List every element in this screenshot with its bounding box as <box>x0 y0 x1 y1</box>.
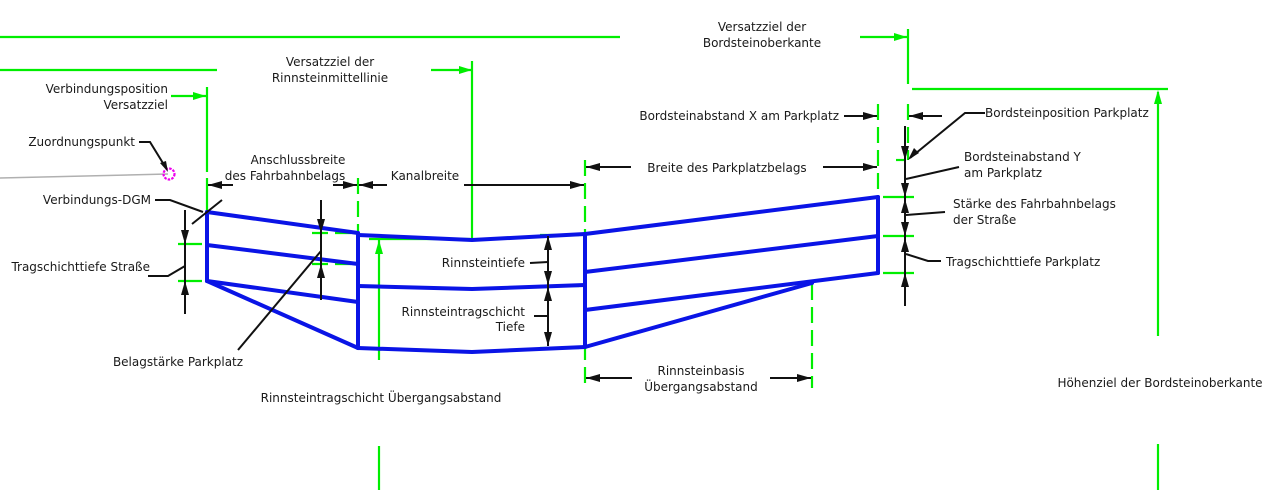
arrowhead <box>863 112 877 120</box>
arrowhead <box>544 236 552 250</box>
label-versatzziel-rinnstein-1: Versatzziel der <box>286 55 374 69</box>
label-staerke-fahrbahnbelag-2: der Straße <box>953 213 1016 227</box>
label-verbindungsposition-2: Versatzziel <box>103 98 168 112</box>
label-staerke-fahrbahnbelag-1: Stärke des Fahrbahnbelags <box>953 197 1116 211</box>
arrowhead <box>160 161 168 172</box>
arrowhead <box>343 181 357 189</box>
arrowhead <box>375 240 383 254</box>
label-breite-parkplatzbelag: Breite des Parkplatzbelags <box>647 161 806 175</box>
arrowhead <box>544 332 552 346</box>
label-anschlussbreite-2: des Fahrbahnbelags <box>225 169 346 183</box>
road-surface-base <box>205 279 360 304</box>
arrowhead <box>908 148 919 160</box>
label-bordsteinabstand-y-1: Bordsteinabstand Y <box>964 150 1082 164</box>
label-versatzziel-bordstein-1: Versatzziel der <box>718 20 806 34</box>
arrowhead <box>901 146 909 160</box>
arrowhead <box>901 222 909 236</box>
parking-top <box>583 195 880 236</box>
arrowhead <box>894 33 907 41</box>
arrowhead <box>570 181 584 189</box>
label-rinnsteintragschicht-1: Rinnsteintragschicht <box>402 305 526 319</box>
label-tragschichttiefe-strasse: Tragschichttiefe Straße <box>10 260 150 274</box>
dgm-tick <box>191 199 223 225</box>
arrowhead <box>797 374 811 382</box>
arrowhead <box>586 374 600 382</box>
gutter-mid <box>356 283 587 291</box>
label-zuordnungspunkt: Zuordnungspunkt <box>28 135 135 149</box>
label-hoehenziel: Höhenziel der Bordsteinoberkante <box>1057 376 1262 390</box>
label-tragschichttiefe-parkplatz: Tragschichttiefe Parkplatz <box>945 255 1100 269</box>
road-surface-top <box>205 210 360 235</box>
label-verbindungsposition-1: Verbindungsposition <box>46 82 168 96</box>
parking-base-slope <box>583 281 814 349</box>
arrowhead <box>901 273 909 287</box>
arrowhead <box>901 199 909 213</box>
arrowhead <box>909 112 923 120</box>
label-kanalbreite: Kanalbreite <box>391 169 459 183</box>
label-verbindungs-dgm: Verbindungs-DGM <box>43 193 151 207</box>
leader-rinnsteintiefe <box>529 261 549 264</box>
parking-mid <box>583 234 880 274</box>
connection-line <box>0 173 169 179</box>
label-rinnsteintragschicht-uebergang: Rinnsteintragschicht Übergangsabstand <box>261 389 502 405</box>
arrowhead <box>317 264 325 278</box>
arrowhead <box>317 219 325 233</box>
arrowhead <box>901 238 909 252</box>
leader-tragschicht-parkplatz <box>905 253 941 262</box>
arrowhead <box>544 271 552 285</box>
arrowhead <box>181 281 189 295</box>
label-belagstaerke-parkplatz: Belagstärke Parkplatz <box>113 355 243 369</box>
label-bordsteinposition: Bordsteinposition Parkplatz <box>985 106 1149 120</box>
arrowhead <box>193 92 206 100</box>
leader-bordsteinposition <box>909 112 985 159</box>
arrowhead <box>544 287 552 301</box>
leader-staerke-fahrbahnbelag <box>905 211 946 216</box>
arrowhead <box>459 66 472 74</box>
arrowhead <box>586 163 600 171</box>
leader-tragschicht-strasse <box>148 265 186 277</box>
structure <box>205 195 880 354</box>
road-surface-mid <box>205 243 360 266</box>
labels: Versatzziel der Bordsteinoberkante Versa… <box>10 20 1262 405</box>
leader-bordsteinabstand-y <box>905 166 960 180</box>
label-rinnsteinbasis-1: Rinnsteinbasis <box>658 364 745 378</box>
label-rinnsteintiefe: Rinnsteintiefe <box>442 256 525 270</box>
road-base-slope <box>205 279 360 350</box>
gutter-base <box>356 345 587 354</box>
arrowhead <box>901 183 909 197</box>
arrowhead <box>1154 90 1162 104</box>
parking-base <box>583 271 880 312</box>
arrowhead <box>208 181 222 189</box>
label-anschlussbreite-1: Anschlussbreite <box>251 153 346 167</box>
zuordnungspunkt-marker-icon <box>162 167 176 181</box>
arrowhead <box>359 181 373 189</box>
leader-belagstaerke <box>237 250 322 351</box>
arrowhead <box>181 230 189 244</box>
leader-zuordnungspunkt <box>139 141 167 169</box>
arrowhead <box>863 163 877 171</box>
label-versatzziel-rinnstein-2: Rinnsteinmittellinie <box>272 71 388 85</box>
label-rinnsteintragschicht-2: Tiefe <box>495 320 525 334</box>
leader-verbindungs-dgm <box>155 199 204 213</box>
dimension-lines <box>139 112 985 382</box>
label-bordsteinabstand-y-2: am Parkplatz <box>964 166 1042 180</box>
label-versatzziel-bordstein-2: Bordsteinoberkante <box>703 36 821 50</box>
label-rinnsteinbasis-2: Übergangsabstand <box>644 378 757 394</box>
label-bordsteinabstand-x: Bordsteinabstand X am Parkplatz <box>639 109 839 123</box>
